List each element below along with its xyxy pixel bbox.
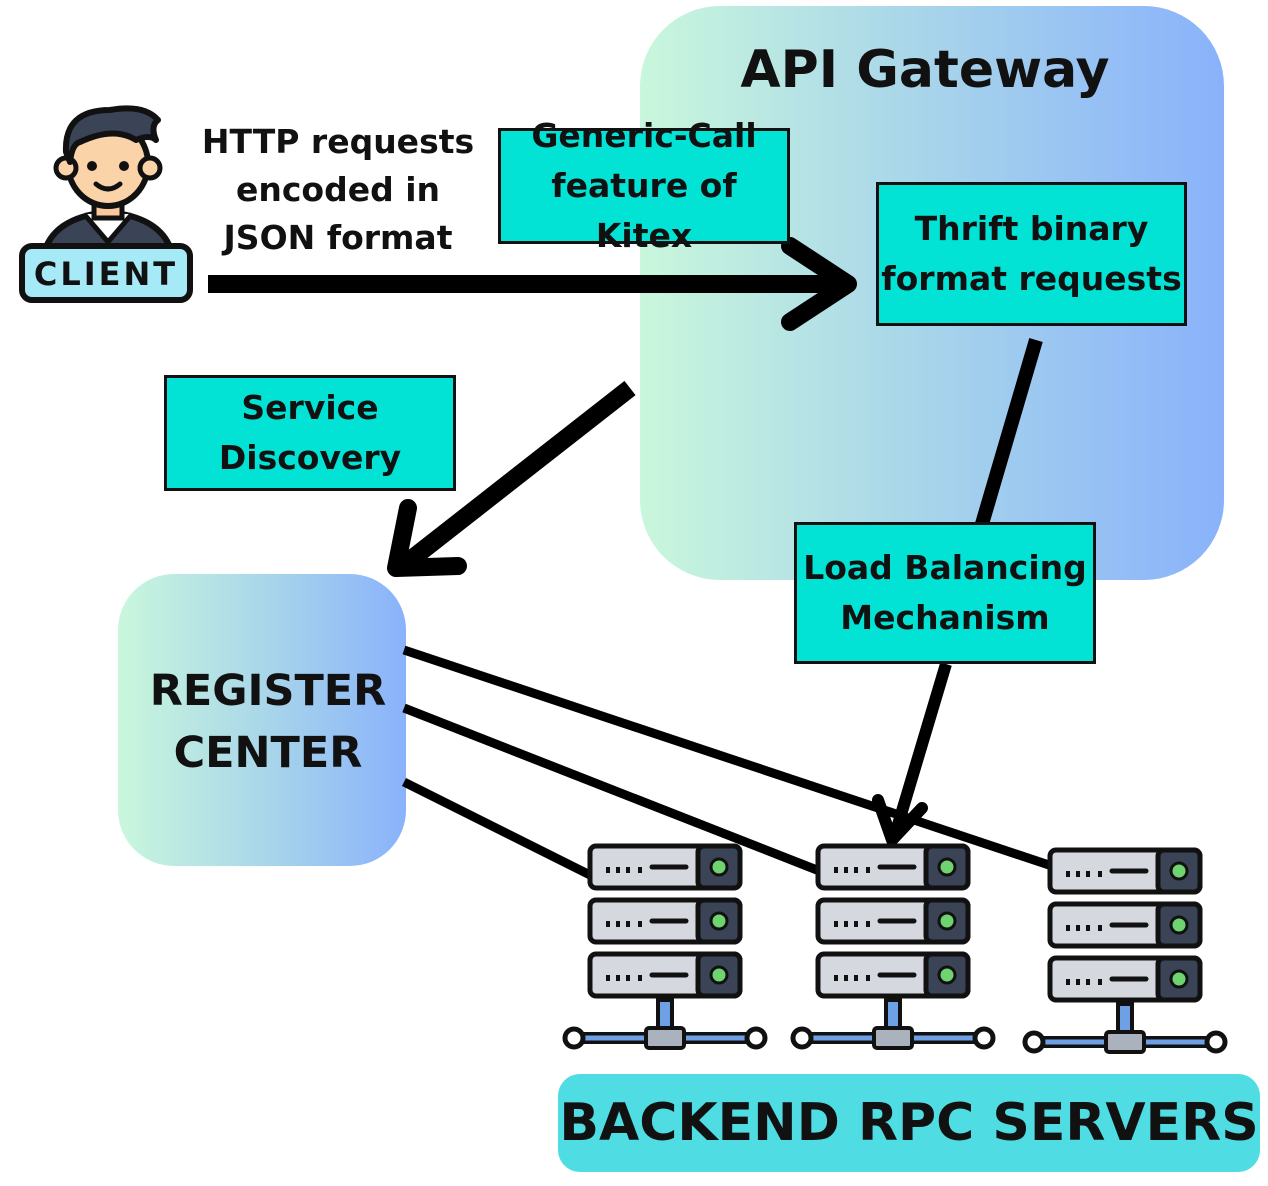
server-racks	[560, 840, 1260, 1060]
server-rack-icon	[793, 846, 993, 1048]
discovery-arrow-line	[394, 380, 636, 576]
load-balancing-line2: Mechanism	[840, 598, 1050, 637]
lb-to-server-line	[888, 662, 952, 840]
http-line3: JSON format	[223, 218, 453, 257]
discovery-arrow-head	[387, 499, 467, 577]
service-discovery-line2: Discovery	[218, 438, 402, 477]
register-center-label: REGISTER CENTER	[118, 660, 418, 784]
http-line1: HTTP requests	[201, 122, 475, 161]
server-rack-icon	[565, 846, 765, 1048]
client-badge-label: CLIENT	[34, 255, 178, 293]
register-center-box	[118, 574, 406, 866]
generic-call-line1: Generic-Call	[531, 116, 757, 155]
server-rack-icon	[1025, 850, 1225, 1052]
register-center-line1: REGISTER	[149, 666, 387, 716]
service-discovery-line1: Service	[241, 388, 379, 427]
register-to-server1-line	[401, 777, 595, 881]
register-center-line2: CENTER	[173, 728, 363, 778]
http-requests-label: HTTP requests encoded in JSON format	[200, 118, 476, 262]
api-gateway-title: API Gateway	[740, 40, 1110, 100]
thrift-line1: Thrift binary	[914, 209, 1149, 248]
http-line2: encoded in	[235, 170, 441, 209]
generic-call-line2: feature of Kitex	[551, 166, 737, 255]
generic-call-box: Generic-Call feature of Kitex	[498, 116, 790, 255]
thrift-binary-box: Thrift binary format requests	[876, 182, 1187, 326]
backend-rpc-servers-label: BACKEND RPC SERVERS	[558, 1074, 1260, 1172]
thrift-to-lb-line	[975, 338, 1043, 526]
person-icon: CLIENT	[19, 105, 193, 303]
register-to-server3-line	[402, 645, 1054, 871]
service-discovery-box: Service Discovery	[164, 375, 456, 491]
thrift-line2: format requests	[881, 259, 1182, 298]
register-to-server2-line	[402, 703, 824, 877]
load-balancing-line1: Load Balancing	[803, 548, 1087, 587]
load-balancing-box: Load Balancing Mechanism	[794, 522, 1096, 664]
request-arrow-head	[781, 237, 857, 331]
